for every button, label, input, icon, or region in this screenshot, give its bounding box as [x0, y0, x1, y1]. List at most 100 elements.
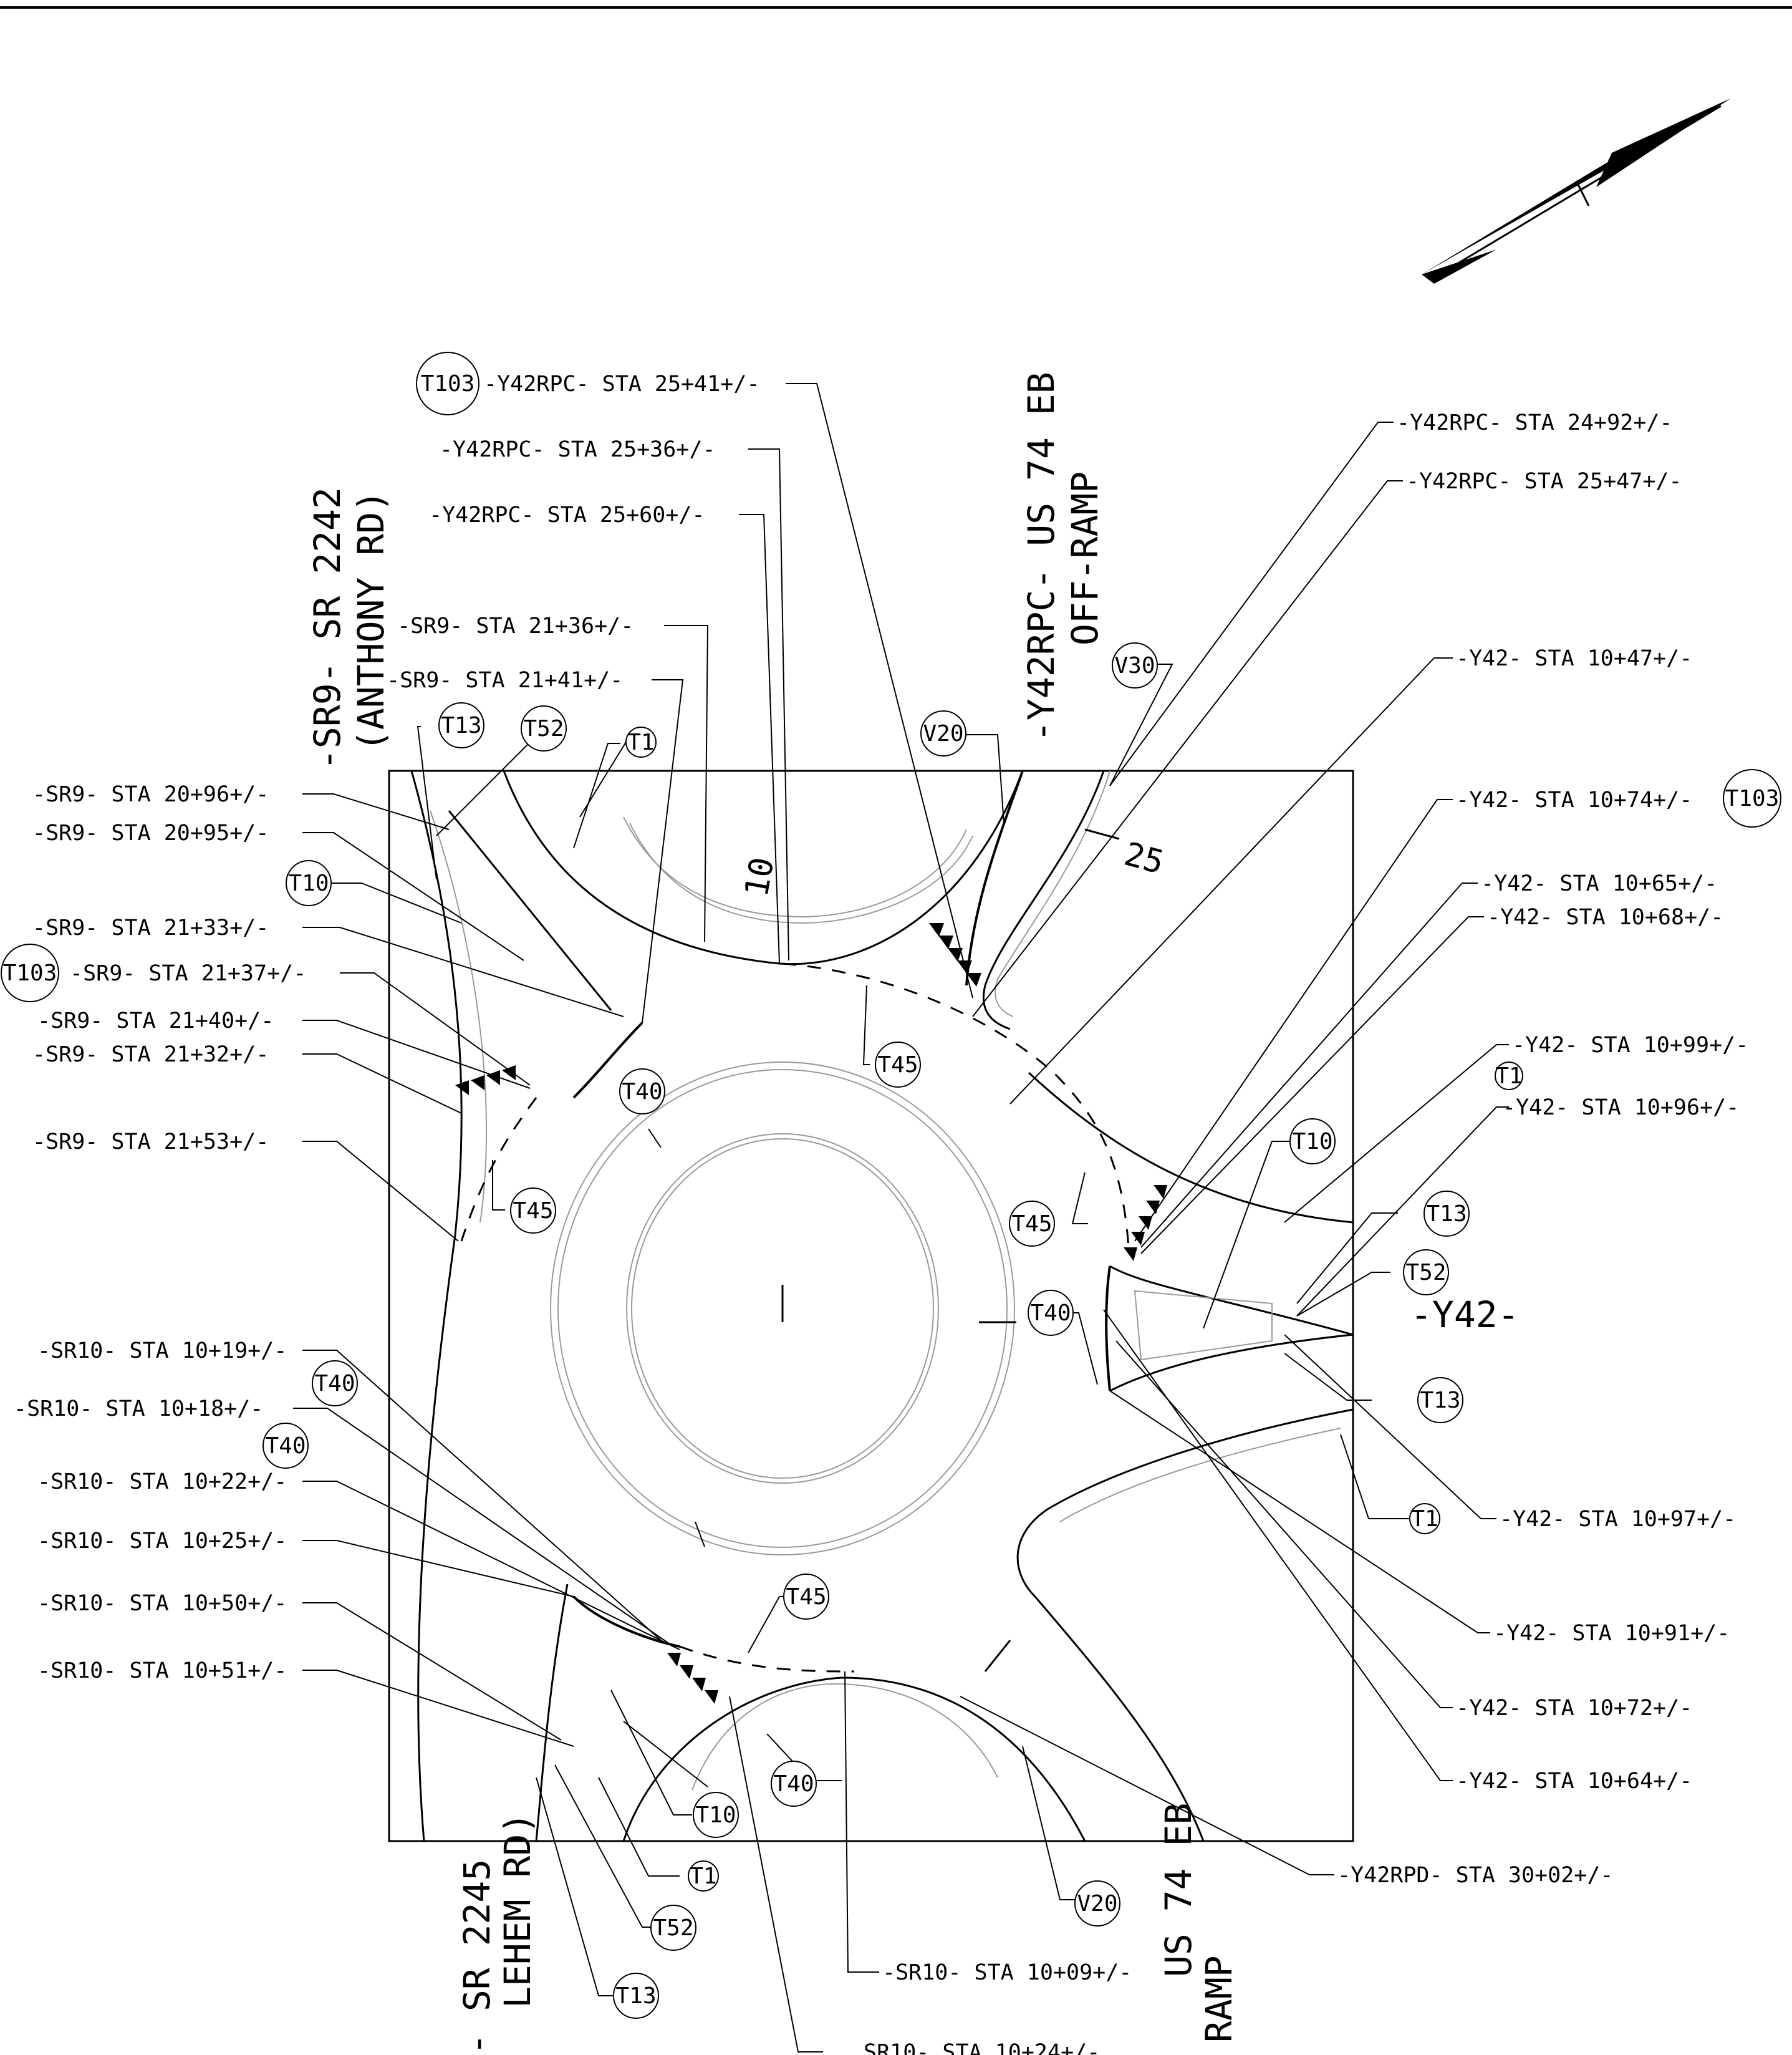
tag-circle-icon [650, 1905, 696, 1951]
tag-t10: T10 [693, 1792, 739, 1838]
tag-t40: T40 [1028, 1290, 1074, 1336]
tag-text: T103 [3, 960, 57, 986]
upper-right-ramp [982, 770, 1354, 1224]
station-label: -SR10- STA 10+22+/- [37, 1469, 287, 1494]
tag-circle-icon [783, 1574, 829, 1620]
tag-text: T45 [1011, 1211, 1052, 1237]
tag-t40: T40 [771, 1761, 817, 1807]
road-name-y42: -Y42- [1410, 1293, 1520, 1336]
tag-circle-icon [1074, 1880, 1120, 1927]
left-splitter-island [410, 770, 643, 1842]
tag-circle-icon [1028, 1290, 1074, 1336]
station-label: -SR10- STA 10+19+/- [37, 1338, 287, 1363]
tag-t45: T45 [783, 1574, 829, 1620]
tag-circle-icon [619, 1068, 665, 1115]
tag-t1: T1 [1495, 1061, 1523, 1090]
tag-circle-icon [1112, 642, 1158, 689]
station-label: SR10- STA 10+24+/- [864, 2040, 1100, 2055]
tag-circle-icon [510, 1187, 556, 1234]
bottom-splitter-island [535, 1584, 1086, 1842]
tag-circle-icon [286, 860, 332, 906]
tag-circle-icon [688, 1860, 719, 1892]
right-splitter-island [1105, 1265, 1354, 1392]
tag-circle-icon [1409, 1503, 1440, 1534]
station-label: -Y42- STA 10+47+/- [1456, 646, 1692, 671]
tag-circle-icon [1723, 769, 1781, 828]
station-label: -SR10- STA 10+51+/- [37, 1658, 287, 1683]
tag-text: T40 [265, 1433, 306, 1459]
station-label: -Y42- STA 10+74+/- [1456, 788, 1692, 813]
station-label: -Y42- STA 10+91+/- [1493, 1621, 1730, 1646]
tag-text: T45 [877, 1052, 918, 1078]
tag-t52: T52 [1403, 1249, 1449, 1295]
yield-triangles-icon [455, 923, 1167, 1704]
station-label: -Y42- STA 10+65+/- [1481, 871, 1717, 896]
tag-t103: T103 [1723, 769, 1781, 828]
station-label: -SR9- STA 21+40+/- [37, 1008, 274, 1033]
tag-t103: T103 [1, 944, 59, 1002]
tag-circle-icon [1289, 1118, 1336, 1164]
tag-text: T52 [1405, 1260, 1446, 1285]
road-name-sr10-sub: LEHEM RD) [496, 1812, 539, 2008]
tag-t1: T1 [1409, 1503, 1440, 1534]
station-label: -SR9- STA 21+32+/- [32, 1042, 269, 1067]
station-label: -Y42RPC- STA 25+47+/- [1406, 469, 1682, 494]
north-arrow-icon [1422, 99, 1730, 284]
tag-circle-icon [1009, 1201, 1055, 1247]
tag-text: T10 [1292, 1129, 1332, 1154]
station-label: -Y42RPC- STA 25+60+/- [429, 503, 705, 528]
tag-t45: T45 [875, 1042, 921, 1088]
tag-t10: T10 [286, 860, 332, 906]
tag-text: T45 [513, 1198, 553, 1224]
tag-text: T40 [314, 1371, 355, 1396]
tag-t40: T40 [619, 1068, 665, 1115]
tag-circle-icon [438, 702, 484, 748]
station-label: -SR9- STA 21+41+/- [387, 668, 623, 693]
tag-circle-icon [693, 1792, 739, 1838]
station-label: -SR9- STA 20+96+/- [32, 782, 269, 807]
tag-text: T40 [773, 1771, 814, 1797]
tag-v20: V20 [1074, 1880, 1120, 1927]
station-label: -Y42RPD- STA 30+02+/- [1337, 1863, 1614, 1888]
lower-right-ramp [984, 1408, 1354, 1842]
tag-circle-icon [521, 705, 567, 752]
tag-text: T1 [627, 730, 654, 755]
station-label: -SR10- STA 10+09+/- [882, 1960, 1132, 1985]
leader-lines [293, 383, 1509, 2053]
tag-text: T13 [1420, 1388, 1460, 1413]
tag-text: T103 [421, 371, 475, 397]
station-labels: -Y42RPC- STA 25+41+/- -Y42RPC- STA 25+36… [14, 372, 1748, 2055]
tag-circle-icon [416, 352, 479, 415]
tag-t1: T1 [625, 727, 657, 758]
tag-circle-icon [875, 1042, 921, 1088]
tag-text: V30 [1114, 653, 1155, 679]
central-island [550, 1061, 1016, 1555]
tag-text: T13 [1426, 1201, 1467, 1227]
tag-v20: V20 [920, 710, 966, 757]
tag-text: T40 [622, 1079, 662, 1105]
tag-t13: T13 [1423, 1191, 1470, 1237]
tag-circle-icon [312, 1360, 358, 1406]
tag-v30: V30 [1112, 642, 1158, 689]
road-name-y42rpc-sub: OFF-RAMP [1064, 471, 1106, 646]
station-label: -Y42- STA 10+99+/- [1512, 1033, 1748, 1058]
tag-t52: T52 [521, 705, 567, 752]
tag-text: T45 [786, 1584, 826, 1610]
station-label: -Y42RPC- STA 25+41+/- [484, 372, 760, 397]
plan-frame [388, 770, 1354, 1842]
station-label: -SR10- STA 10+18+/- [14, 1396, 263, 1421]
station-mark-25: 25 [1120, 836, 1168, 882]
tag-text: V20 [923, 721, 963, 747]
tag-circle-icon [1423, 1191, 1470, 1237]
tag-circle-icon [1403, 1249, 1449, 1295]
tag-t13: T13 [1417, 1377, 1463, 1423]
tag-circle-icon [263, 1423, 309, 1469]
tag-text: T103 [1725, 786, 1780, 811]
road-name-y42rpd: US 74 EB [1157, 1803, 1200, 1977]
tag-t10: T10 [1289, 1118, 1336, 1164]
station-label: -SR10- STA 10+50+/- [37, 1591, 287, 1616]
road-name-sr9-sub: (ANTHONY RD) [350, 490, 392, 752]
yield-lines [460, 962, 1130, 1673]
tag-text: T10 [288, 871, 329, 896]
